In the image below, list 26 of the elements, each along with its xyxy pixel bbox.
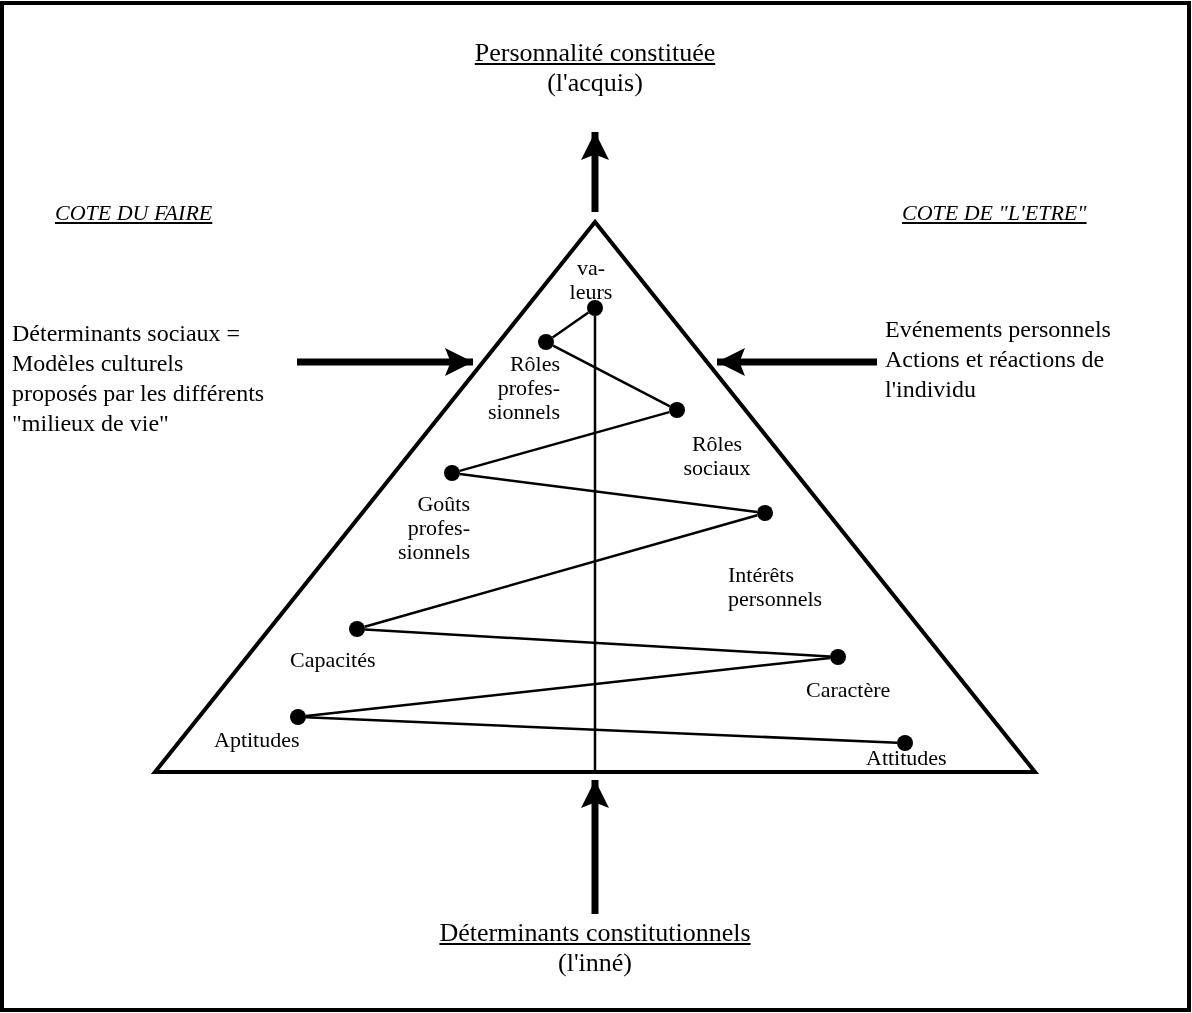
dot-label: Goûts profes- sionnels bbox=[396, 492, 470, 564]
description-text: Déterminants sociaux = Modèles culturels proposés par les différents "milieux de vie" bbox=[12, 319, 266, 438]
connector-line bbox=[305, 656, 831, 718]
subheading-text: (l'inné) bbox=[557, 948, 633, 978]
heading-text: Déterminants constitutionnels bbox=[438, 918, 752, 948]
connector-line bbox=[552, 344, 671, 408]
dot-label: Aptitudes bbox=[214, 728, 301, 752]
connector-line bbox=[459, 472, 758, 514]
connector-line bbox=[305, 716, 898, 744]
side-heading: COTE DE "L'ETRE" bbox=[902, 200, 1087, 226]
subheading-text: (l'acquis) bbox=[546, 68, 644, 98]
dot-label: Rôles profes- sionnels bbox=[486, 352, 560, 424]
dot-label: Attitudes bbox=[866, 746, 948, 770]
dot-label: Capacités bbox=[290, 648, 377, 672]
dot-label: Intérêts personnels bbox=[728, 563, 824, 611]
side-heading: COTE DU FAIRE bbox=[55, 200, 213, 226]
dot-label: Rôles sociaux bbox=[682, 432, 752, 480]
connector-line bbox=[364, 628, 831, 658]
connector-line bbox=[593, 316, 597, 770]
dot-label: va- leurs bbox=[568, 256, 614, 304]
dot-label: Caractère bbox=[806, 678, 892, 702]
description-text: Evénements personnels Actions et réactions de l'individu bbox=[885, 315, 1112, 404]
connector-line bbox=[459, 410, 670, 473]
heading-text: Personnalité constituée bbox=[473, 38, 717, 68]
connector-line bbox=[364, 514, 758, 628]
connector-line bbox=[551, 311, 590, 339]
